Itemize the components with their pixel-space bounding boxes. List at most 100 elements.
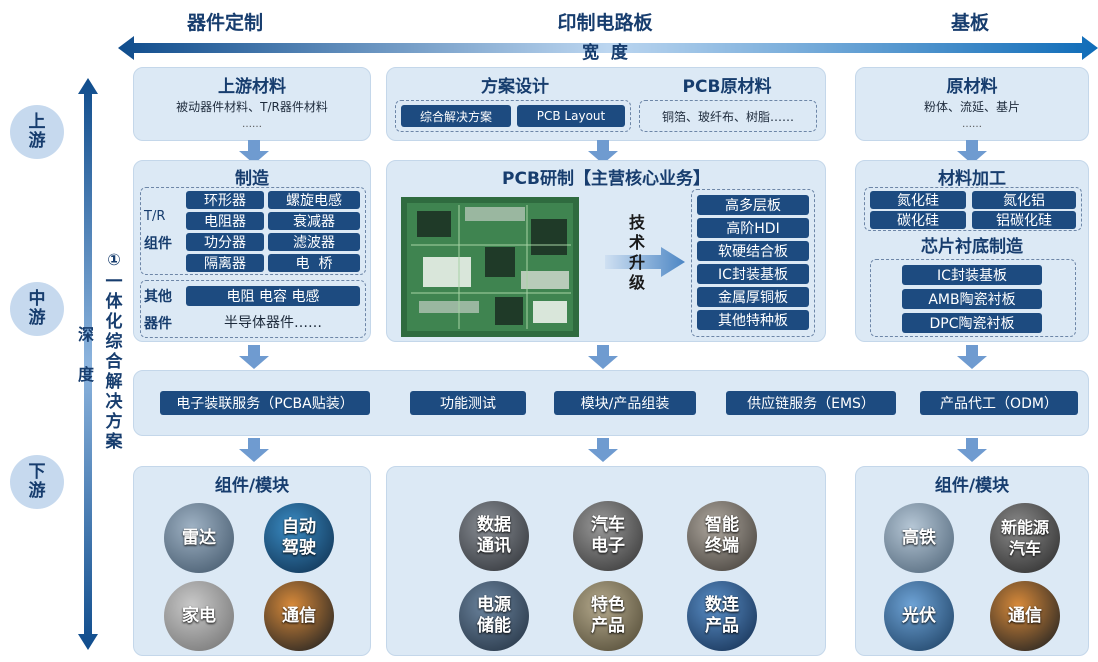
solution-label: 一 体 化 综 合 解 决 方 案 <box>105 272 123 452</box>
down-arrow-icon <box>588 140 618 164</box>
app-new-energy-vehicle: 新能源 汽车 <box>990 503 1060 573</box>
header-device-custom: 器件定制 <box>186 12 263 34</box>
panel-material-processing: 材料加工 氮化硅 氮化铝 碳化硅 铝碳化硅 芯片衬底制造 IC封装基板 AMB陶… <box>855 160 1089 342</box>
panel-downstream-center: 数据 通讯 汽车 电子 智能 终端 电源 储能 特色 产品 数连 产品 <box>386 466 826 656</box>
tr-item: 电阻器 <box>186 212 264 230</box>
panel-pcb-rd: PCB研制【主营核心业务】 技 术 升 级 高多层板 高阶HDI 软硬结 <box>386 160 826 342</box>
tr-label-components: 组件 <box>144 236 172 252</box>
tr-item: 环形器 <box>186 191 264 209</box>
tr-item: 衰减器 <box>268 212 360 230</box>
down-arrow-icon <box>239 345 269 369</box>
panel-solution-design: 方案设计 PCB原材料 综合解决方案 PCB Layout 铜箔、玻纤布、树脂…… <box>386 67 826 141</box>
upstream-materials-text: 被动器件材料、T/R器件材料 <box>176 100 328 114</box>
depth-label: 深 度 <box>77 325 94 384</box>
other-pill: 电阻 电容 电感 <box>186 286 360 306</box>
tr-item: 滤波器 <box>268 233 360 251</box>
material-processing-title: 材料加工 <box>938 169 1006 189</box>
app-smart-terminal: 智能 终端 <box>687 501 757 571</box>
tr-item: 电 桥 <box>268 254 360 272</box>
raw-materials-dots: …… <box>962 119 982 130</box>
material-item: 氮化铝 <box>972 191 1076 209</box>
down-arrow-icon <box>588 345 618 369</box>
app-automotive-electronics: 汽车 电子 <box>573 501 643 571</box>
tr-item: 功分器 <box>186 233 264 251</box>
pcb-product: 软硬结合板 <box>697 241 809 261</box>
substrate-item: DPC陶瓷衬板 <box>902 313 1042 333</box>
down-arrow-icon <box>239 140 269 164</box>
upgrade-arrow-icon <box>605 247 685 277</box>
down-arrow-icon <box>239 438 269 462</box>
pcb-layout-button[interactable]: PCB Layout <box>517 105 625 127</box>
pcb-product: 金属厚铜板 <box>697 287 809 307</box>
downstream-left-title: 组件/模块 <box>214 476 290 496</box>
solution-design-title: 方案设计 <box>481 77 549 97</box>
header-substrate: 基板 <box>950 12 989 34</box>
down-arrow-icon <box>957 345 987 369</box>
pcb-raw-title: PCB原材料 <box>682 77 772 97</box>
panel-downstream-left: 组件/模块 雷达 自动 驾驶 家电 通信 <box>133 466 371 656</box>
pcb-product: 其他特种板 <box>697 310 809 330</box>
pcb-products-box <box>691 189 815 337</box>
app-radar: 雷达 <box>164 503 234 573</box>
pcb-raw-text: 铜箔、玻纤布、树脂…… <box>661 110 794 124</box>
app-communication-right: 通信 <box>990 581 1060 651</box>
raw-materials-text: 粉体、流延、基片 <box>923 100 1020 114</box>
panel-upstream-materials: 上游材料 被动器件材料、T/R器件材料 …… <box>133 67 371 141</box>
material-item: 铝碳化硅 <box>972 211 1076 229</box>
service-ems: 供应链服务（EMS） <box>726 391 896 415</box>
pcb-raw-box <box>639 100 817 132</box>
substrate-item: IC封装基板 <box>902 265 1042 285</box>
service-pcba: 电子装联服务（PCBA贴装） <box>160 391 370 415</box>
other-label-devices: 器件 <box>144 316 172 332</box>
service-odm: 产品代工（ODM） <box>920 391 1078 415</box>
double-arrow-icon <box>118 36 1098 60</box>
pcb-product: 高多层板 <box>697 195 809 215</box>
upstream-materials-title: 上游材料 <box>218 77 286 97</box>
material-item: 氮化硅 <box>870 191 966 209</box>
pcb-board-image <box>401 197 579 337</box>
app-autonomous-driving: 自动 驾驶 <box>264 503 334 573</box>
raw-materials-title: 原材料 <box>946 77 998 97</box>
header-pcb: 印制电路板 <box>557 12 653 34</box>
other-text: 半导体器件…… <box>224 315 322 331</box>
width-label: 宽 度 <box>582 43 628 63</box>
down-arrow-icon <box>588 438 618 462</box>
materials-box <box>864 187 1082 231</box>
service-assembly: 模块/产品组装 <box>554 391 696 415</box>
solution-number: ① <box>107 250 121 269</box>
app-connected-products: 数连 产品 <box>687 581 757 651</box>
pcb-rd-title: PCB研制【主营核心业务】 <box>502 169 710 189</box>
panel-services: 电子装联服务（PCBA贴装） 功能测试 模块/产品组装 供应链服务（EMS） 产… <box>133 370 1089 436</box>
stage-midstream: 中 游 <box>10 282 64 336</box>
solution-button[interactable]: 综合解决方案 <box>401 105 511 127</box>
panel-manufacturing: 制造 T/R 组件 环形器 螺旋电感 电阻器 衰减器 功分器 滤波器 隔离器 电… <box>133 160 371 342</box>
down-arrow-icon <box>957 438 987 462</box>
solution-design-box <box>395 100 631 132</box>
manufacturing-title: 制造 <box>235 169 269 189</box>
panel-downstream-right: 组件/模块 高铁 新能源 汽车 光伏 通信 <box>855 466 1089 656</box>
panel-raw-materials: 原材料 粉体、流延、基片 …… <box>855 67 1089 141</box>
vertical-double-arrow-icon <box>78 78 98 650</box>
other-label: 其他 <box>144 289 172 305</box>
app-communication: 通信 <box>264 581 334 651</box>
tr-components-box <box>140 187 366 275</box>
stage-upstream: 上 游 <box>10 105 64 159</box>
app-data-communication: 数据 通讯 <box>459 501 529 571</box>
chip-substrate-title: 芯片衬底制造 <box>921 237 1023 257</box>
app-photovoltaic: 光伏 <box>884 581 954 651</box>
downstream-right-title: 组件/模块 <box>934 476 1010 496</box>
down-arrow-icon <box>957 140 987 164</box>
tr-item: 隔离器 <box>186 254 264 272</box>
substrate-item: AMB陶瓷衬板 <box>902 289 1042 309</box>
stage-downstream: 下 游 <box>10 455 64 509</box>
app-high-speed-rail: 高铁 <box>884 503 954 573</box>
service-testing: 功能测试 <box>410 391 526 415</box>
upstream-materials-dots: …… <box>242 119 262 130</box>
app-power-storage: 电源 储能 <box>459 581 529 651</box>
material-item: 碳化硅 <box>870 211 966 229</box>
other-devices-box <box>140 280 366 338</box>
app-home-appliance: 家电 <box>164 581 234 651</box>
substrates-box <box>870 259 1076 337</box>
pcb-product: 高阶HDI <box>697 218 809 238</box>
tr-item: 螺旋电感 <box>268 191 360 209</box>
